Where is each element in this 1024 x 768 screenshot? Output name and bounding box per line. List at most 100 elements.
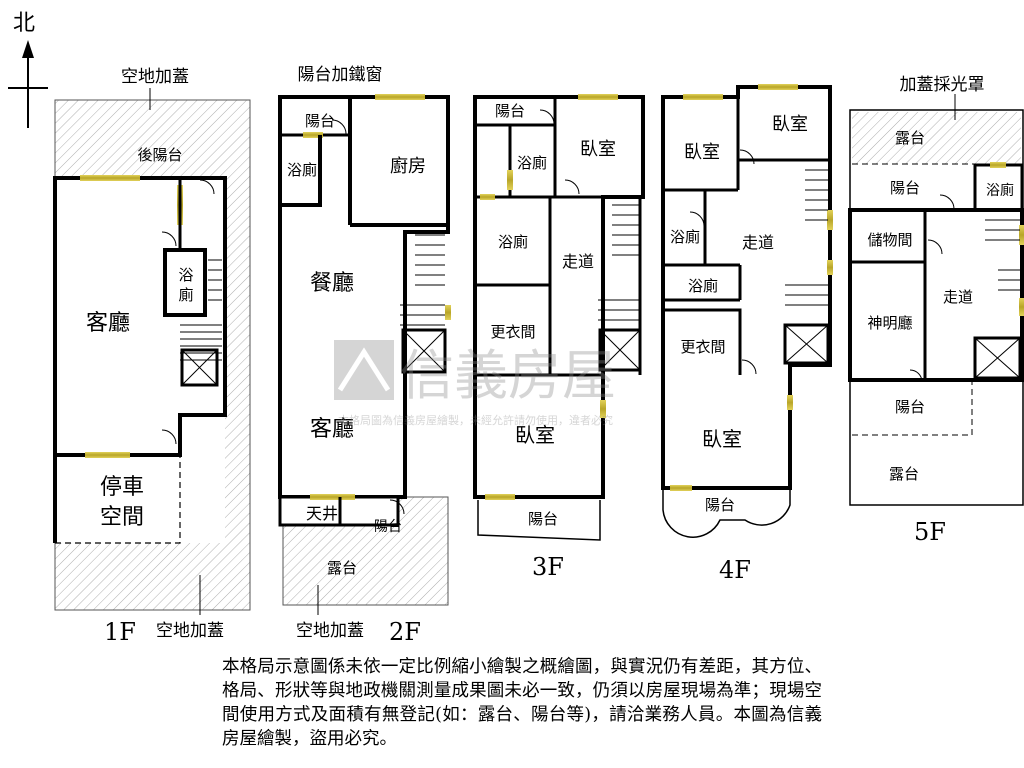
f5-room-bath: 浴廁 xyxy=(986,182,1014,199)
f3-walls xyxy=(473,95,645,499)
f2-room-dining: 餐廳 xyxy=(310,271,354,296)
f5-room-shrine: 神明廳 xyxy=(867,314,912,332)
f1-room-bath-b: 廁 xyxy=(178,286,193,304)
f1-room-parking-a: 停車 xyxy=(100,475,144,500)
f5-room-corridor: 走道 xyxy=(943,288,973,306)
f5-wall-inner xyxy=(850,210,927,380)
floor-1f: 空地加蓋 後陽台 客廳 浴 廁 停車 空間 1F 空地加蓋 xyxy=(53,67,251,646)
f4-window-south xyxy=(670,485,692,491)
f5-room-terrace: 露台 xyxy=(889,465,919,483)
f1-stairs xyxy=(180,259,222,361)
f4-window-north xyxy=(683,94,723,100)
f5-elevator-icon xyxy=(974,337,1021,379)
f1-bath-walls xyxy=(163,248,207,317)
f5-door-swing-2 xyxy=(927,239,943,255)
f2-stairs xyxy=(400,234,445,326)
f3-room-bath: 浴廁 xyxy=(498,233,528,251)
f3-room-balcony-front: 陽台 xyxy=(528,510,558,528)
f2-door-swing-2 xyxy=(389,499,405,515)
f1-window-south xyxy=(85,452,130,458)
f3-room-balcony: 陽台 xyxy=(495,102,525,120)
f1-note-bottom: 空地加蓋 xyxy=(156,621,224,641)
f1-room-living: 客廳 xyxy=(86,311,130,336)
f5-dash-bottom xyxy=(852,382,973,436)
f1-door-swing xyxy=(199,179,215,195)
f1-parking-boundary xyxy=(55,455,181,544)
f5-note-top: 加蓋採光罩 xyxy=(900,75,985,95)
f2-window-north xyxy=(375,94,425,100)
f2-door-swing xyxy=(331,119,347,135)
f2-room-balcony-front: 陽台 xyxy=(374,519,402,535)
f1-label: 1F xyxy=(104,618,136,646)
floor-5f: 加蓋採光罩 露台 陽台 浴廁 儲物間 神明廳 走道 陽台 露台 5F xyxy=(848,75,1024,546)
f5-room-balcony-top: 陽台 xyxy=(890,179,920,197)
f4-stairs xyxy=(785,169,828,306)
f4-walls xyxy=(661,85,832,490)
f4-door-swing-3 xyxy=(741,359,757,375)
f3-room-dressing: 更衣間 xyxy=(490,323,535,341)
floor-4f: 臥室 臥室 浴廁 走道 浴廁 更衣間 臥室 陽台 4F xyxy=(661,84,833,584)
f2-room-patio: 天井 xyxy=(306,504,338,523)
f3-door-swing xyxy=(539,109,555,125)
f4-balcony-outline xyxy=(662,490,791,538)
f3-window-bath xyxy=(507,170,513,190)
f1-window xyxy=(80,175,140,181)
watermark-logo-mark xyxy=(337,347,391,392)
f3-room-bath-small: 浴廁 xyxy=(517,154,547,172)
f5-room-balcony-front: 陽台 xyxy=(895,398,925,416)
compass-arrow-icon xyxy=(22,40,34,58)
f4-label: 4F xyxy=(719,556,751,584)
f2-room-balcony: 陽台 xyxy=(305,112,335,130)
f4-room-bath-b: 浴廁 xyxy=(688,277,718,295)
f2-label: 2F xyxy=(389,618,421,646)
f4-elevator xyxy=(783,323,830,365)
compass: 北 xyxy=(8,11,48,128)
f5-window-bath xyxy=(990,162,1006,168)
f1-elevator xyxy=(180,348,219,387)
f4-window-east-2 xyxy=(827,260,833,275)
f3-stairs xyxy=(598,204,640,321)
watermark-line: 本格局圖為信義房屋繪製，未經允許請勿使用，違者必究 xyxy=(338,413,613,427)
f2-room-living: 客廳 xyxy=(310,417,354,442)
f3-room-corridor: 走道 xyxy=(562,252,594,271)
f5-stairs xyxy=(985,219,1020,291)
f4-door-swing xyxy=(739,149,755,165)
f5-window-east-2 xyxy=(1019,298,1024,316)
f4-wall-dressing xyxy=(663,308,742,375)
f1-room-rear-balcony: 後陽台 xyxy=(137,146,182,164)
floor-2f: 陽台加鐵窗 陽台 浴廁 廚房 餐廳 客廳 天井 陽台 露台 空地加蓋 2F xyxy=(278,65,451,646)
disclaimer-text: 本格局示意圖係未依一定比例縮小繪製之概繪圖，與實況仍有差距，其方位、格局、形狀等… xyxy=(222,657,822,749)
f4-elevator-icon xyxy=(784,324,829,364)
f5-door-swing xyxy=(939,194,955,210)
f4-room-bedroom-b: 臥室 xyxy=(772,114,808,135)
f2-bath-walls xyxy=(280,135,322,207)
f3-door-swing-2 xyxy=(564,179,580,195)
f3-wall-inner xyxy=(475,197,603,377)
f1-door-swing-3 xyxy=(161,429,177,445)
f5-outline xyxy=(849,109,1024,506)
compass-label: 北 xyxy=(13,11,35,36)
f2-room-bath: 浴廁 xyxy=(287,161,317,179)
f2-window-patio xyxy=(310,494,355,500)
f4-window-east-3 xyxy=(787,395,793,410)
f2-note-bottom: 空地加蓋 xyxy=(296,621,364,641)
f5-bath-walls xyxy=(973,163,1024,212)
f4-room-balcony: 陽台 xyxy=(705,496,735,514)
watermark-logo-icon xyxy=(334,340,394,400)
f1-room-bath-a: 浴 xyxy=(178,266,193,284)
f3-balcony-outline xyxy=(477,500,601,541)
f3-window-bath-2 xyxy=(480,194,495,200)
f4-window-east xyxy=(827,210,833,230)
f2-window-balcony xyxy=(303,132,323,138)
f4-room-dressing: 更衣間 xyxy=(680,338,725,356)
f1-note-top: 空地加蓋 xyxy=(121,67,189,87)
f2-elevator xyxy=(401,328,447,374)
f3-window-north xyxy=(578,94,618,100)
f3-window-south xyxy=(485,494,515,500)
f4-room-bedroom-a: 臥室 xyxy=(684,142,720,163)
f2-room-terrace: 露台 xyxy=(327,559,357,577)
f5-elevator xyxy=(973,336,1022,380)
f4-room-corridor: 走道 xyxy=(742,233,774,252)
